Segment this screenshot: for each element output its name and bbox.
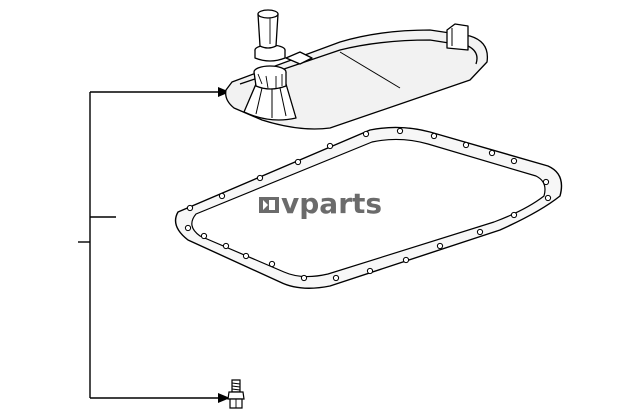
drain-bolt-icon [227, 379, 245, 409]
pan-gasket-icon [174, 126, 563, 289]
arrow-to-filter-icon [218, 87, 230, 97]
arrow-to-bolt-icon [218, 393, 230, 403]
brand-logo-icon [259, 197, 279, 213]
transmission-filter-icon [225, 9, 489, 130]
brand-watermark: vparts [281, 187, 383, 220]
leader-bracket [78, 91, 218, 399]
